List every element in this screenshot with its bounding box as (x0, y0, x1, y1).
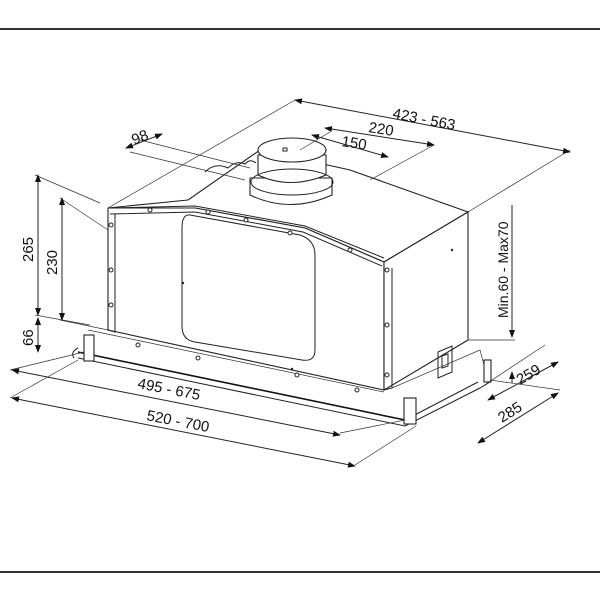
dim-total-height: 265 (20, 237, 37, 262)
dim-flange-height: 66 (20, 329, 37, 346)
bottom-border-line (0, 571, 600, 573)
dim-body-height: 230 (44, 250, 61, 275)
dim-outlet-diameter: 150 (340, 133, 367, 154)
top-border-line (0, 28, 600, 30)
dim-depth-inner: 259 (514, 361, 544, 388)
dim-outlet-depth: 220 (367, 119, 394, 140)
exhaust-outlet-collar (204, 137, 334, 206)
dimension-lines (11, 98, 571, 468)
dim-width-range: 423 - 563 (391, 105, 456, 134)
dim-outlet-offset: 98 (129, 127, 151, 149)
hood-body (72, 149, 492, 427)
screw-holes (108, 207, 454, 393)
dim-inner-width-range: 495 - 675 (136, 375, 201, 404)
dim-outer-width-range: 520 - 700 (145, 407, 210, 436)
dim-depth-outer: 285 (495, 399, 525, 427)
dim-flange-adjust: Min.60 - Max70 (495, 221, 511, 318)
